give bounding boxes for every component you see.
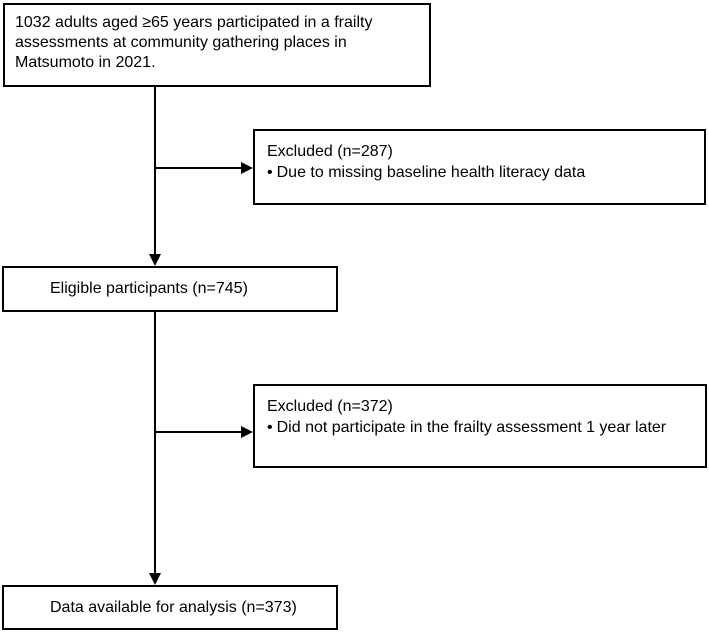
eligible-text: Eligible participants (n=745) xyxy=(50,280,248,297)
excluded-2-reason-text: Did not participate in the frailty asses… xyxy=(276,419,667,436)
eligible-box: Eligible participants (n=745) xyxy=(2,266,338,312)
right-arrowhead-icon xyxy=(241,162,253,174)
down-arrowhead-icon xyxy=(149,573,161,585)
right-arrowhead-icon xyxy=(241,426,253,438)
analysis-box: Data available for analysis (n=373) xyxy=(2,585,338,630)
excluded-box-2: Excluded (n=372) • Did not participate i… xyxy=(253,384,707,468)
enrollment-text-line-3: Matsumoto in 2021. xyxy=(15,54,156,71)
bullet-icon: • xyxy=(267,164,273,181)
excluded-1-title: Excluded (n=287) xyxy=(267,143,393,160)
enrollment-text-line-2: assessments at community gathering place… xyxy=(15,34,347,51)
excluded-1-reason: • Due to missing baseline health literac… xyxy=(267,162,692,183)
excluded-box-1: Excluded (n=287) • Due to missing baseli… xyxy=(253,129,706,205)
excluded-2-title: Excluded (n=372) xyxy=(267,398,393,415)
down-arrowhead-icon xyxy=(149,254,161,266)
analysis-text: Data available for analysis (n=373) xyxy=(50,598,297,616)
excluded-1-reason-text: Due to missing baseline health literacy … xyxy=(276,164,586,181)
bullet-icon: • xyxy=(267,419,273,436)
excluded-2-reason: • Did not participate in the frailty ass… xyxy=(267,417,693,438)
enrollment-box: 1032 adults aged ≥65 years participated … xyxy=(3,3,431,87)
enrollment-text-line-1: 1032 adults aged ≥65 years participated … xyxy=(15,14,373,31)
